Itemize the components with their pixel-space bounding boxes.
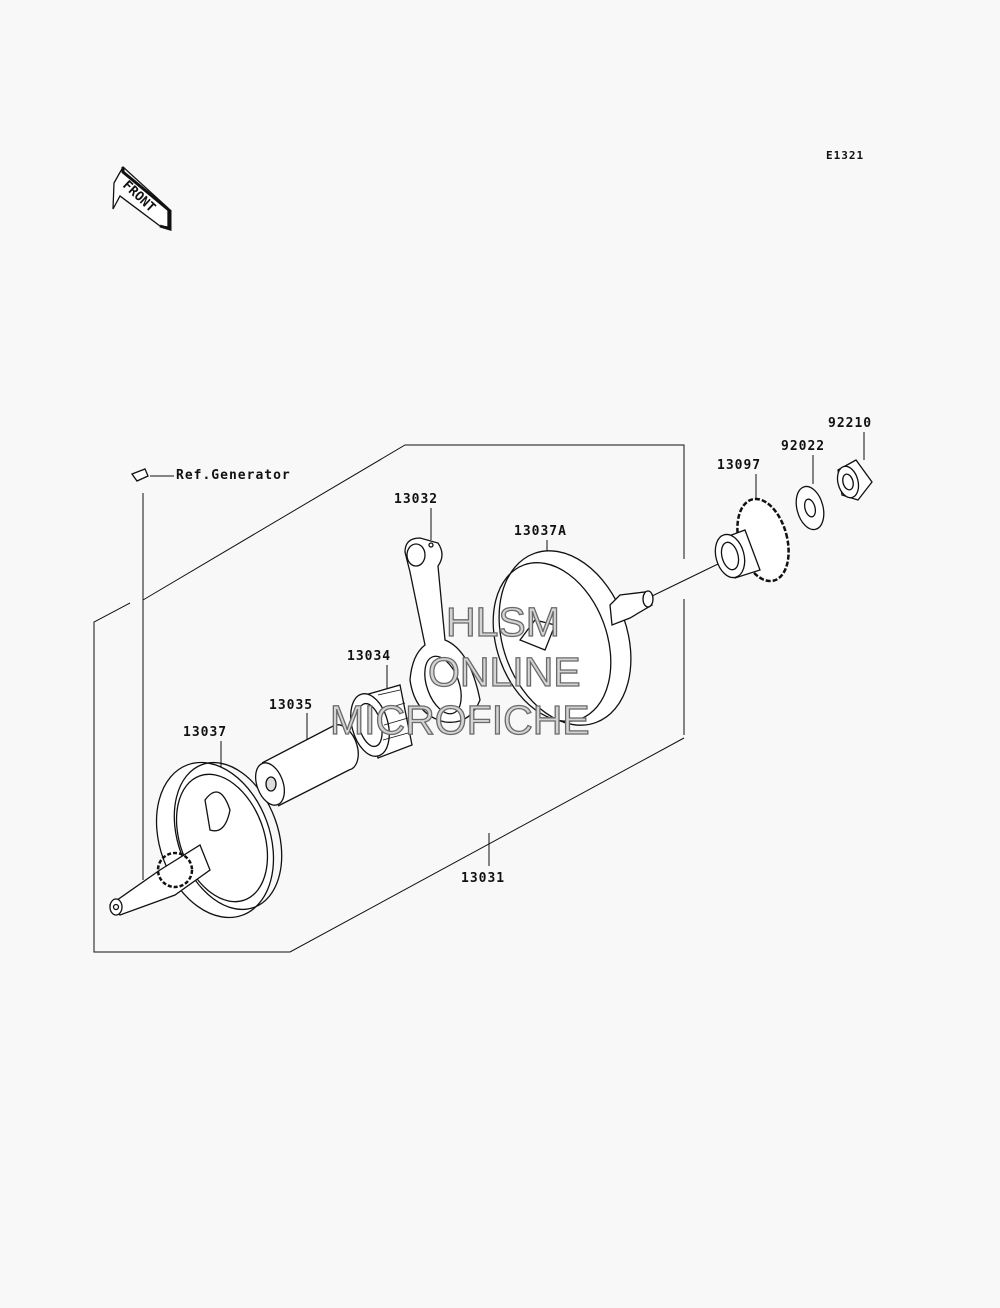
diagram-id: E1321 — [826, 149, 865, 162]
watermark-line-1: HLSM — [445, 599, 560, 645]
front-arrow-icon: FRONT — [112, 165, 172, 232]
watermark-line-3: MICROFICHE — [329, 697, 590, 743]
part-label-13037A[interactable]: 13037A — [514, 524, 567, 539]
part-label-92210[interactable]: 92210 — [828, 416, 873, 431]
crank-half-left — [108, 761, 283, 919]
gear — [714, 497, 790, 583]
part-label-13032[interactable]: 13032 — [394, 492, 439, 507]
part-label-92022[interactable]: 92022 — [781, 439, 826, 454]
reference-generator-label: Ref.Generator — [176, 468, 291, 483]
part-label-13031[interactable]: 13031 — [461, 871, 506, 886]
assembly-box — [93, 444, 685, 953]
watermark-line-2: ONLINE — [427, 649, 581, 695]
connecting-rod — [404, 537, 481, 723]
part-label-13035[interactable]: 13035 — [269, 698, 314, 713]
crank-pin — [255, 724, 359, 807]
needle-bearing — [350, 684, 413, 759]
part-label-13097[interactable]: 13097 — [717, 458, 762, 473]
nut — [836, 459, 873, 501]
washer — [795, 485, 825, 531]
part-label-13037[interactable]: 13037 — [183, 725, 228, 740]
crank-half-right — [492, 550, 654, 726]
key-part — [130, 468, 149, 482]
part-label-13034[interactable]: 13034 — [347, 649, 392, 664]
